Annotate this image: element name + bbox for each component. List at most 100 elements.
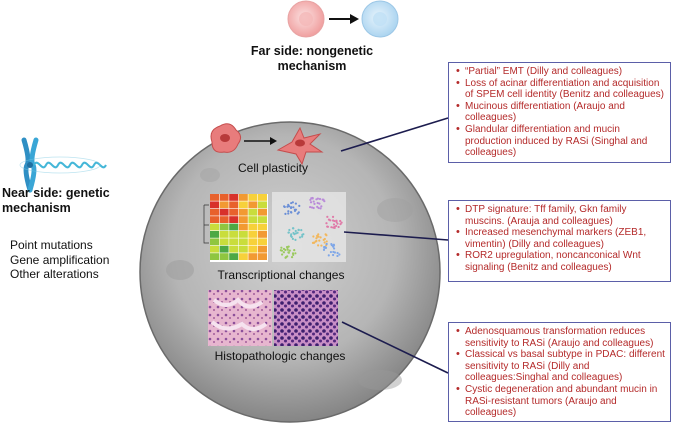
heatmap-cell bbox=[210, 245, 219, 253]
tsne-point bbox=[287, 210, 290, 213]
heatmap-cell bbox=[258, 194, 267, 201]
heatmap-cell bbox=[219, 216, 229, 223]
list-item: Point mutations bbox=[10, 238, 93, 252]
tsne-point bbox=[320, 205, 323, 208]
histology-solid-image bbox=[274, 290, 338, 346]
tsne-point bbox=[279, 249, 282, 252]
histology-glandular-image bbox=[208, 290, 272, 346]
tsne-point bbox=[315, 239, 318, 243]
tsne-point bbox=[330, 242, 333, 246]
heatmap-cell bbox=[210, 208, 219, 216]
heatmap-cell bbox=[248, 245, 258, 253]
tsne-point bbox=[335, 224, 338, 228]
tsne-point bbox=[316, 205, 319, 208]
heatmap-cell bbox=[238, 245, 248, 253]
tsne-point bbox=[293, 233, 296, 236]
tsne-point bbox=[318, 239, 321, 242]
tsne-point bbox=[332, 244, 335, 247]
tsne-point bbox=[282, 247, 286, 251]
transcriptional-evidence-box: DTP signature: Tff family, Gkn family mu… bbox=[448, 200, 671, 282]
histopathologic-changes-label: Histopathologic changes bbox=[214, 349, 346, 363]
dna-coil-icon bbox=[19, 156, 107, 174]
heatmap-cell bbox=[229, 245, 239, 253]
heatmap-graphic bbox=[203, 194, 268, 262]
tsne-point bbox=[297, 211, 300, 214]
tsne-point bbox=[290, 206, 293, 209]
tsne-point bbox=[335, 219, 338, 222]
tsne-point bbox=[339, 219, 342, 223]
tsne-point bbox=[338, 253, 341, 256]
tsne-point bbox=[327, 254, 330, 257]
tsne-point bbox=[313, 202, 316, 205]
tsne-point bbox=[336, 222, 339, 225]
tsne-point bbox=[287, 231, 290, 234]
tsne-point bbox=[291, 237, 294, 240]
tsne-point bbox=[298, 204, 301, 207]
tsne-point bbox=[312, 235, 315, 238]
heatmap-cell bbox=[258, 245, 267, 253]
tsne-point bbox=[324, 233, 327, 236]
tsne-point bbox=[332, 253, 335, 257]
tsne-point bbox=[309, 201, 313, 204]
heatmap-cell bbox=[229, 253, 239, 260]
transcriptional-changes-label: Transcriptional changes bbox=[217, 268, 345, 282]
tsne-point bbox=[301, 233, 304, 236]
tsne-point bbox=[329, 250, 333, 254]
tsne-point bbox=[326, 225, 330, 228]
tsne-point bbox=[331, 215, 335, 219]
tsne-point bbox=[325, 222, 328, 225]
heatmap-cell bbox=[238, 201, 248, 209]
tsne-point bbox=[284, 212, 287, 215]
heatmap-cell bbox=[210, 201, 219, 209]
heatmap-cell bbox=[219, 245, 229, 253]
tsne-point bbox=[320, 244, 323, 247]
tsne-point bbox=[318, 197, 322, 201]
tsne-point bbox=[310, 206, 314, 209]
cell-plasticity-graphic bbox=[210, 123, 324, 166]
tsne-point bbox=[290, 255, 294, 259]
tsne-scatter-graphic bbox=[272, 192, 346, 262]
tsne-point bbox=[290, 201, 293, 205]
heatmap-cell bbox=[210, 223, 219, 231]
tsne-point bbox=[286, 255, 289, 258]
far-side-title-line2: mechanism bbox=[277, 59, 347, 73]
heatmap-cell bbox=[210, 194, 219, 201]
tsne-point bbox=[313, 241, 316, 244]
tsne-point bbox=[309, 198, 312, 201]
heatmap-cell bbox=[248, 253, 258, 260]
heatmap-cell bbox=[248, 223, 258, 231]
tsne-point bbox=[282, 251, 285, 254]
far-side-cell-transition bbox=[287, 0, 399, 38]
list-item: Cystic degeneration and abundant mucin i… bbox=[456, 384, 666, 419]
tsne-point bbox=[292, 227, 295, 230]
heatmap-cell bbox=[238, 253, 248, 260]
heatmap-cell bbox=[229, 194, 239, 201]
plasticity-evidence-box: “Partial” EMT (Dilly and colleagues) Los… bbox=[448, 62, 671, 163]
tsne-point bbox=[301, 235, 304, 238]
tsne-point bbox=[325, 240, 328, 243]
cell-plasticity-label: Cell plasticity bbox=[237, 161, 309, 175]
heatmap-cell bbox=[238, 238, 248, 246]
heatmap-cell bbox=[258, 216, 267, 223]
heatmap-cell bbox=[248, 238, 258, 246]
histopathologic-evidence-box: Adenosquamous transformation reduces sen… bbox=[448, 322, 671, 422]
list-item: Gene amplification bbox=[10, 252, 110, 267]
heatmap-cell bbox=[258, 208, 267, 216]
heatmap-cell bbox=[238, 231, 248, 238]
heatmap-cell bbox=[219, 223, 229, 231]
heatmap-cell bbox=[238, 208, 248, 216]
tsne-point bbox=[287, 251, 290, 254]
list-item: “Partial” EMT (Dilly and colleagues) bbox=[456, 66, 666, 78]
heatmap-cell bbox=[219, 201, 229, 209]
heatmap-cell bbox=[229, 208, 239, 216]
tsne-point bbox=[315, 237, 318, 240]
tsne-point bbox=[323, 237, 326, 241]
tsne-point bbox=[296, 231, 299, 234]
tsne-point bbox=[333, 226, 336, 229]
genetic-mechanism-list: Point mutations Gene amplification Other… bbox=[10, 238, 140, 282]
tsne-point bbox=[292, 206, 295, 209]
heatmap-cell bbox=[258, 231, 267, 238]
tsne-point bbox=[290, 211, 293, 214]
